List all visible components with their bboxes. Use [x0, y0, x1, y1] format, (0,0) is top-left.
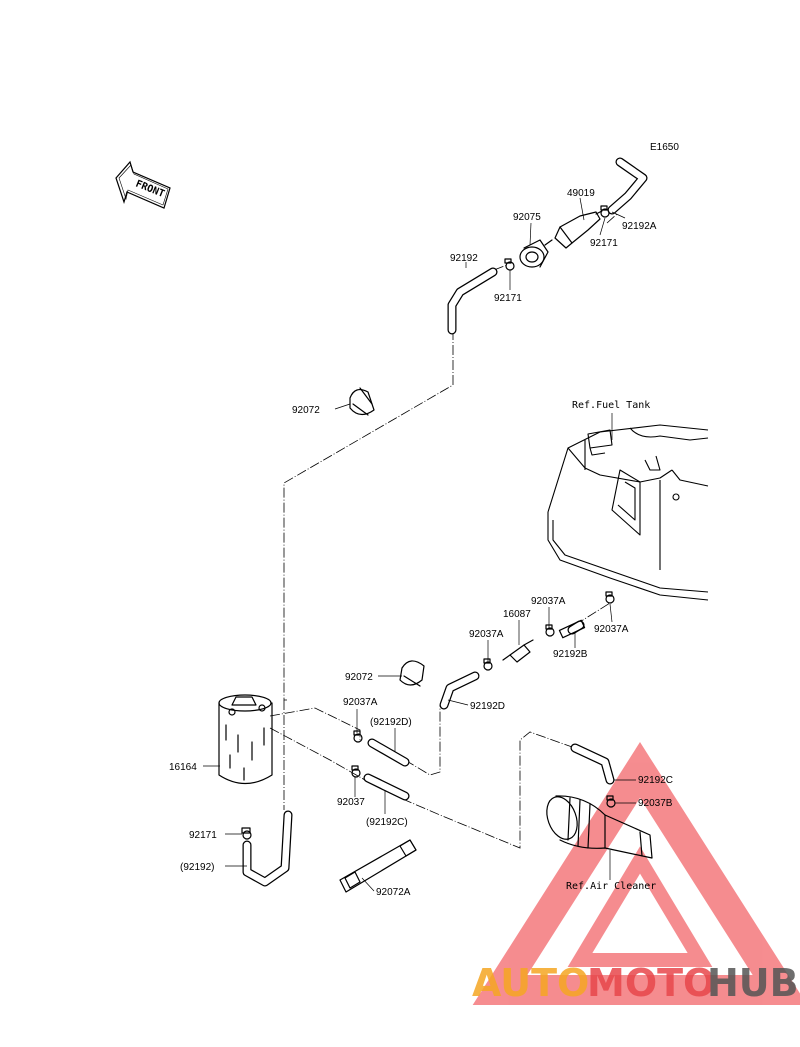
label-49019: 49019: [567, 188, 595, 199]
canister-16164: [218, 694, 273, 785]
watermark-moto: MOTO: [587, 961, 715, 1005]
hose-92192: [447, 267, 498, 335]
label-92192B: 92192B: [553, 649, 588, 660]
watermark-logo: [472, 742, 800, 1005]
clip-92072-mid: [399, 660, 425, 687]
hose-92192A: [607, 157, 648, 215]
hose-92192C-piece: [363, 773, 410, 801]
label-92075: 92075: [513, 212, 541, 223]
watermark-hub: HUB: [707, 961, 799, 1005]
label-92192C: 92192C: [638, 775, 673, 786]
label-ref-fuel-tank: Ref.Fuel Tank: [572, 400, 650, 411]
label-92037A-rr: 92037A: [594, 624, 629, 635]
clamp-92171-mid: [504, 258, 515, 271]
fuel-filter-49019: [544, 210, 603, 249]
part-labels: 49019 92075 92192A 92171 92192 92171 920…: [169, 188, 673, 898]
label-92192D: 92192D: [470, 701, 505, 712]
holder-92075: [519, 239, 549, 268]
label-92192: 92192: [450, 253, 478, 264]
leader-lines: [203, 197, 636, 892]
label-92037A-right: 92037A: [531, 596, 566, 607]
label-92192-paren: (92192): [180, 862, 214, 873]
label-92037A-left: 92037A: [343, 697, 378, 708]
clip-92072-top: [349, 387, 375, 416]
label-92171-bottom: 92171: [189, 830, 217, 841]
label-16087: 16087: [503, 609, 531, 620]
label-92072-top: 92072: [292, 405, 320, 416]
front-direction-arrow: FRONT: [115, 160, 171, 209]
clamp-92037A-canister: [353, 730, 363, 743]
label-92192C-paren: (92192C): [366, 817, 408, 828]
hose-92192C: [570, 743, 615, 785]
strap-92072A: [339, 839, 417, 893]
label-16164: 16164: [169, 762, 197, 773]
hose-92192B: [558, 619, 586, 639]
watermark-auto: AUTO: [472, 961, 589, 1005]
clamp-92037: [351, 765, 361, 778]
label-92171-top: 92171: [590, 238, 618, 249]
hose-92192-bottom: [242, 810, 293, 887]
routing-lines: [269, 213, 618, 849]
air-cleaner-duct: [546, 795, 653, 859]
label-92037B: 92037B: [638, 798, 673, 809]
clamp-92171-bottom: [241, 827, 252, 840]
clamp-92171-top: [600, 205, 610, 218]
label-92171-mid: 92171: [494, 293, 522, 304]
hose-92192D: [439, 671, 480, 710]
diagram-code: E1650: [650, 142, 679, 153]
label-92192A: 92192A: [622, 221, 657, 232]
watermark-text: AUTO MOTO HUB: [472, 961, 799, 1005]
clamp-92037A-tank: [605, 591, 615, 604]
label-ref-air-cleaner: Ref.Air Cleaner: [566, 881, 656, 892]
label-92192D-paren: (92192D): [370, 717, 412, 728]
label-92037A-mid: 92037A: [469, 629, 504, 640]
label-92072-mid: 92072: [345, 672, 373, 683]
fuel-tank: [547, 424, 709, 601]
hose-92192D-piece: [367, 738, 410, 767]
check-valve-16087: [502, 639, 534, 663]
label-92037: 92037: [337, 797, 365, 808]
clamp-92037A-mid: [545, 624, 555, 637]
label-92072A: 92072A: [376, 887, 411, 898]
